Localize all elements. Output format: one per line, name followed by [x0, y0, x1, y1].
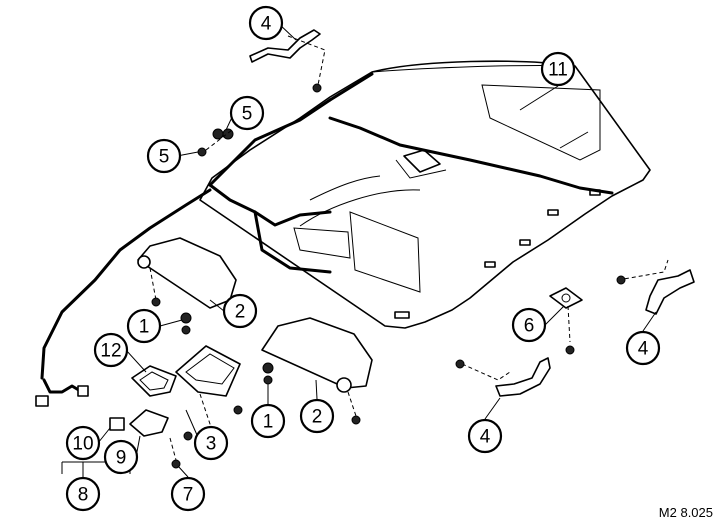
- callout-circle: [222, 293, 258, 329]
- callout-circle: [248, 5, 284, 41]
- grab-handle-top: [249, 29, 326, 93]
- callout-c4-top: 4: [248, 5, 284, 41]
- callout-c1-left: 1: [126, 308, 162, 344]
- callout-label: 5: [159, 147, 170, 168]
- grab-handle-right: [616, 259, 695, 315]
- wiring-harness: [35, 98, 614, 407]
- callout-label: 5: [242, 104, 253, 125]
- callout-circle: [146, 138, 182, 174]
- callout-c4-bottom: 4: [467, 418, 503, 454]
- callout-circle: [250, 403, 286, 439]
- callout-c9: 9: [103, 439, 139, 475]
- callout-circle: [229, 95, 265, 131]
- callout-circle: [511, 307, 547, 343]
- callout-circle: [625, 330, 661, 366]
- callout-c4-right: 4: [625, 330, 661, 366]
- callout-label: 9: [116, 448, 127, 469]
- callout-label: 12: [100, 341, 121, 362]
- callout-label: 4: [261, 14, 272, 35]
- callout-circle: [170, 476, 206, 512]
- callout-circle: [65, 476, 101, 512]
- callout-label: 10: [72, 434, 93, 455]
- callout-c11: 11: [540, 51, 576, 87]
- callout-label: 1: [139, 317, 150, 338]
- callout-c10: 10: [65, 425, 101, 461]
- callout-label: 11: [548, 60, 568, 81]
- interior-lamp-3: [175, 345, 243, 441]
- callout-label: 1: [263, 412, 274, 433]
- callout-label: 2: [312, 407, 323, 428]
- figure-reference: M2 8.025: [658, 505, 713, 520]
- callout-label: 6: [524, 316, 535, 337]
- callout-circle: [65, 425, 101, 461]
- callout-c2-left: 2: [222, 293, 258, 329]
- callout-c3: 3: [193, 425, 229, 461]
- sun-visor-left: [137, 237, 237, 335]
- callout-circle: [126, 308, 162, 344]
- callout-c6: 6: [511, 307, 547, 343]
- callout-circle: [540, 51, 576, 87]
- lamp-9-10: [109, 409, 181, 469]
- callout-label: 3: [206, 434, 217, 455]
- callout-c5-right: 5: [229, 95, 265, 131]
- lamp-12: [131, 365, 177, 397]
- callout-c5-left: 5: [146, 138, 182, 174]
- sun-visor-right: [261, 317, 373, 425]
- callout-circle: [103, 439, 139, 475]
- callout-label: 4: [638, 339, 649, 360]
- callout-c2-right: 2: [299, 398, 335, 434]
- callout-c7: 7: [170, 476, 206, 512]
- callout-circle: [93, 332, 129, 368]
- callout-circle: [193, 425, 229, 461]
- fixings-5: [197, 128, 234, 157]
- leader-lines: [61, 22, 657, 478]
- callout-c1-right: 1: [250, 403, 286, 439]
- callout-label: 8: [78, 485, 89, 506]
- callout-circle: [467, 418, 503, 454]
- clip-6: [549, 287, 583, 355]
- callout-label: 2: [235, 302, 246, 323]
- headlining-panel: [199, 60, 651, 329]
- callout-label: 4: [480, 427, 491, 448]
- callout-label: 7: [183, 485, 194, 506]
- callout-circle: [299, 398, 335, 434]
- callout-c12: 12: [93, 332, 129, 368]
- callout-c8: 8: [65, 476, 101, 512]
- grab-handle-bottom: [455, 357, 551, 397]
